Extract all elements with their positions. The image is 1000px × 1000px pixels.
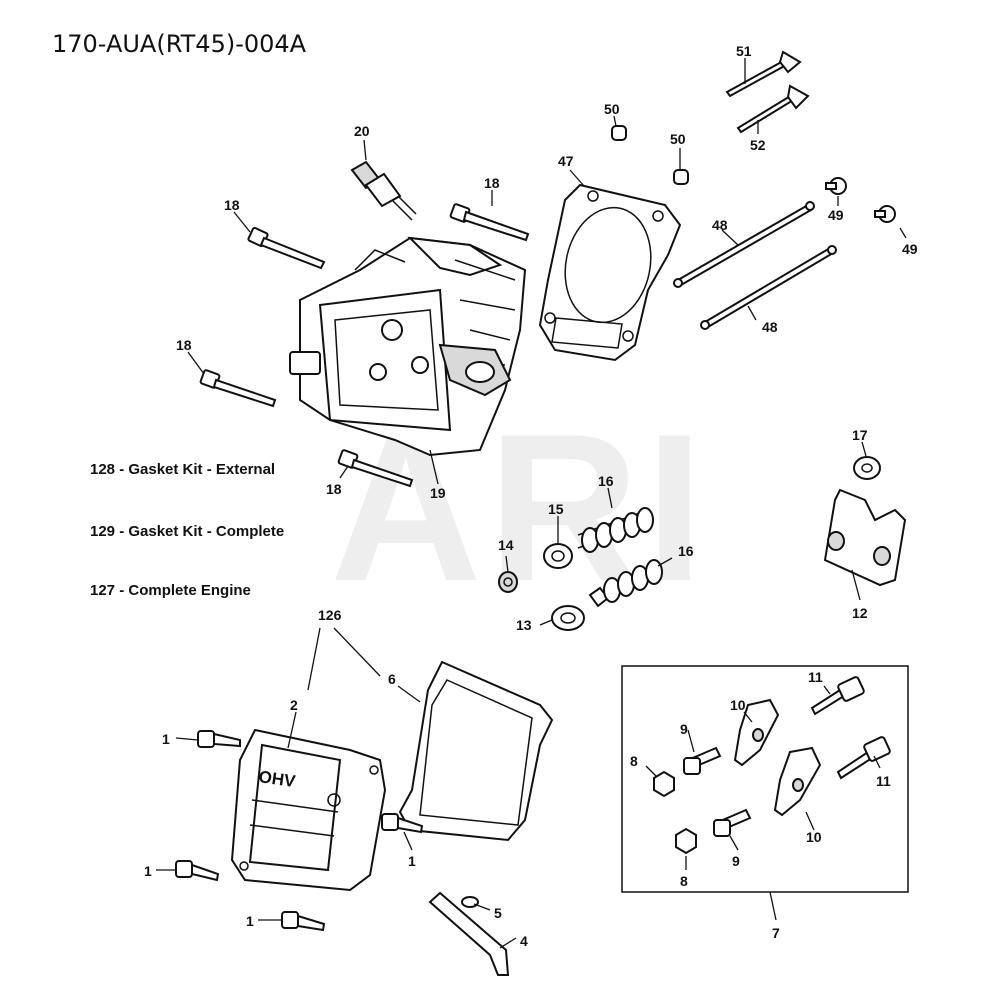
callout-15: 15 [548,501,564,517]
cover-bolt-4 [281,911,326,932]
callout-11-lower: 11 [876,773,891,789]
callout-1-bottom: 1 [246,913,254,929]
callout-10-upper: 10 [730,697,746,713]
callout-11-upper: 11 [808,669,823,685]
leader-lines [156,58,907,949]
spark-plug [350,160,417,221]
pivot-nut-upper [653,770,675,798]
callout-18-bottom: 18 [326,481,342,497]
callout-49-lower: 49 [902,241,918,257]
note-complete-engine: 127 - Complete Engine [90,582,251,599]
callout-18-upper: 18 [484,175,500,191]
callout-48-upper: 48 [712,217,728,233]
head-bolt-bottom [337,449,414,488]
cover-gasket [398,660,554,842]
intake-valve [725,50,802,98]
callout-8-upper: 8 [630,753,638,769]
callout-6: 6 [388,671,396,687]
breather-seal [853,456,881,480]
callout-2: 2 [290,697,298,713]
spring-retainer [543,543,573,569]
push-rod-lower [700,245,837,330]
exhaust-valve [736,84,810,134]
head-bolt-left-upper [247,226,326,270]
cover-bolt-3 [175,860,220,882]
callout-4: 4 [520,933,528,949]
callout-16-upper: 16 [598,473,614,489]
callout-17: 17 [852,427,868,443]
callout-20: 20 [354,123,370,139]
callout-52: 52 [750,137,766,153]
callout-47: 47 [558,153,574,169]
callout-9-lower: 9 [732,853,740,869]
callout-1-lower: 1 [144,863,152,879]
callout-12: 12 [852,605,868,621]
callout-8-lower: 8 [680,873,688,889]
pivot-bolt-lower [713,808,752,837]
cover-bolt-2 [381,813,424,834]
breather-plate [823,488,907,587]
callout-18-left-lower: 18 [176,337,192,353]
callout-51: 51 [736,43,752,59]
valve-cover: OHV [230,728,387,892]
cylinder-head [289,236,527,457]
rocker-kit-box [621,665,909,893]
callout-7: 7 [772,925,780,941]
dowel-pin-right [673,169,689,185]
callout-14: 14 [498,537,514,553]
rocker-arm-upper [733,698,780,767]
pivot-nut-lower [675,827,697,855]
callout-16-lower: 16 [678,543,694,559]
note-gasket-kit-complete: 129 - Gasket Kit - Complete [90,523,284,540]
breather-hose [428,891,510,976]
valve-spring-lower [588,559,663,608]
note-gasket-kit-external: 128 - Gasket Kit - External [90,461,275,478]
callout-1-upper: 1 [162,731,170,747]
head-bolt-upper [449,203,530,242]
callout-labels: 51 52 50 50 47 20 18 18 18 18 19 48 48 4… [144,43,918,949]
push-rod-upper [673,201,815,288]
callout-10-lower: 10 [806,829,822,845]
pivot-bolt-upper [683,746,722,775]
head-bolt-left-lower [199,369,277,408]
valve-spring-upper [577,507,654,553]
callout-50-left: 50 [604,101,620,117]
callout-9-upper: 9 [680,721,688,737]
valve-stem-seal [498,571,518,593]
callout-1-right: 1 [408,853,416,869]
dowel-pin-left [611,125,627,141]
spring-washer [551,605,585,631]
rocker-arm-lower [773,746,822,817]
callout-13: 13 [516,617,532,633]
valve-lifter-upper [825,177,847,195]
callout-19: 19 [430,485,446,501]
diagram-title: 170-AUA(RT45)-004A [52,30,307,58]
rocker-stud-upper [810,676,865,716]
valve-lifter-lower [874,205,896,223]
callout-48-lower: 48 [762,319,778,335]
callout-5: 5 [494,905,502,921]
head-gasket [538,183,682,362]
kit-notes: 128 - Gasket Kit - External 129 - Gasket… [90,461,284,599]
rocker-stud-lower [836,736,891,780]
cover-bolt-1 [197,730,241,748]
callout-49-upper: 49 [828,207,844,223]
callout-18-left-upper: 18 [224,197,240,213]
callout-126: 126 [318,607,342,623]
callout-50-right: 50 [670,131,686,147]
hose-clip [461,896,479,908]
